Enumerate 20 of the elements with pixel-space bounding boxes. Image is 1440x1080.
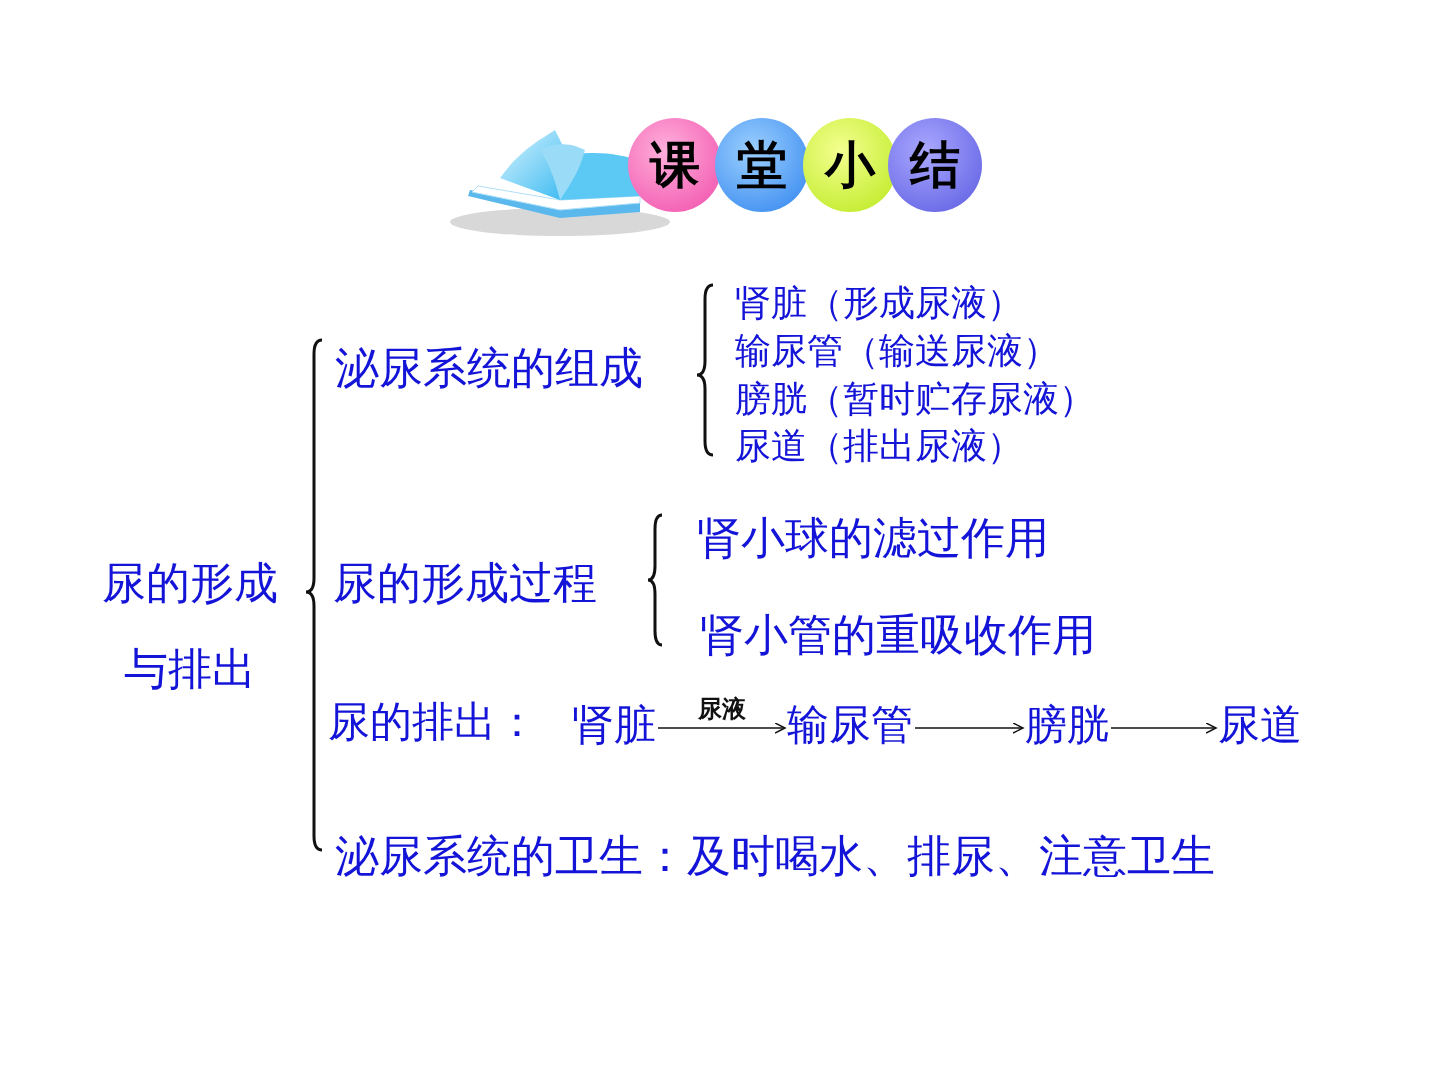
organ-text: 输尿管 [787,700,913,751]
organ-text: 尿道 [1218,700,1302,751]
topic-text: 尿的形成与排出 [101,556,279,696]
summary-text: 尿的形成过程 [333,557,597,610]
summary-text: 肾脏（形成尿液） [735,281,1023,325]
summary-text: 肾小管的重吸收作用 [700,609,1096,662]
summary-text: 膀胱（暂时贮存尿液） [735,377,1095,421]
summary-text: 泌尿系统的组成 [335,342,643,395]
summary-text: 肾小球的滤过作用 [697,512,1049,565]
arrow [914,722,1024,734]
arrow [1110,722,1217,734]
summary-text: 泌尿系统的卫生：及时喝水、排尿、注意卫生 [335,830,1215,883]
edge-label: 尿液 [697,696,746,723]
summary-text: 输尿管（输送尿液） [735,329,1059,373]
organ-text: 肾脏 [572,700,656,751]
organ-text: 膀胱 [1025,700,1109,751]
summary-text: 尿的排出： [328,697,538,748]
summary-text: 尿道（排出尿液） [735,424,1023,468]
title-ball: 结 [888,118,982,212]
arrow [657,722,786,734]
